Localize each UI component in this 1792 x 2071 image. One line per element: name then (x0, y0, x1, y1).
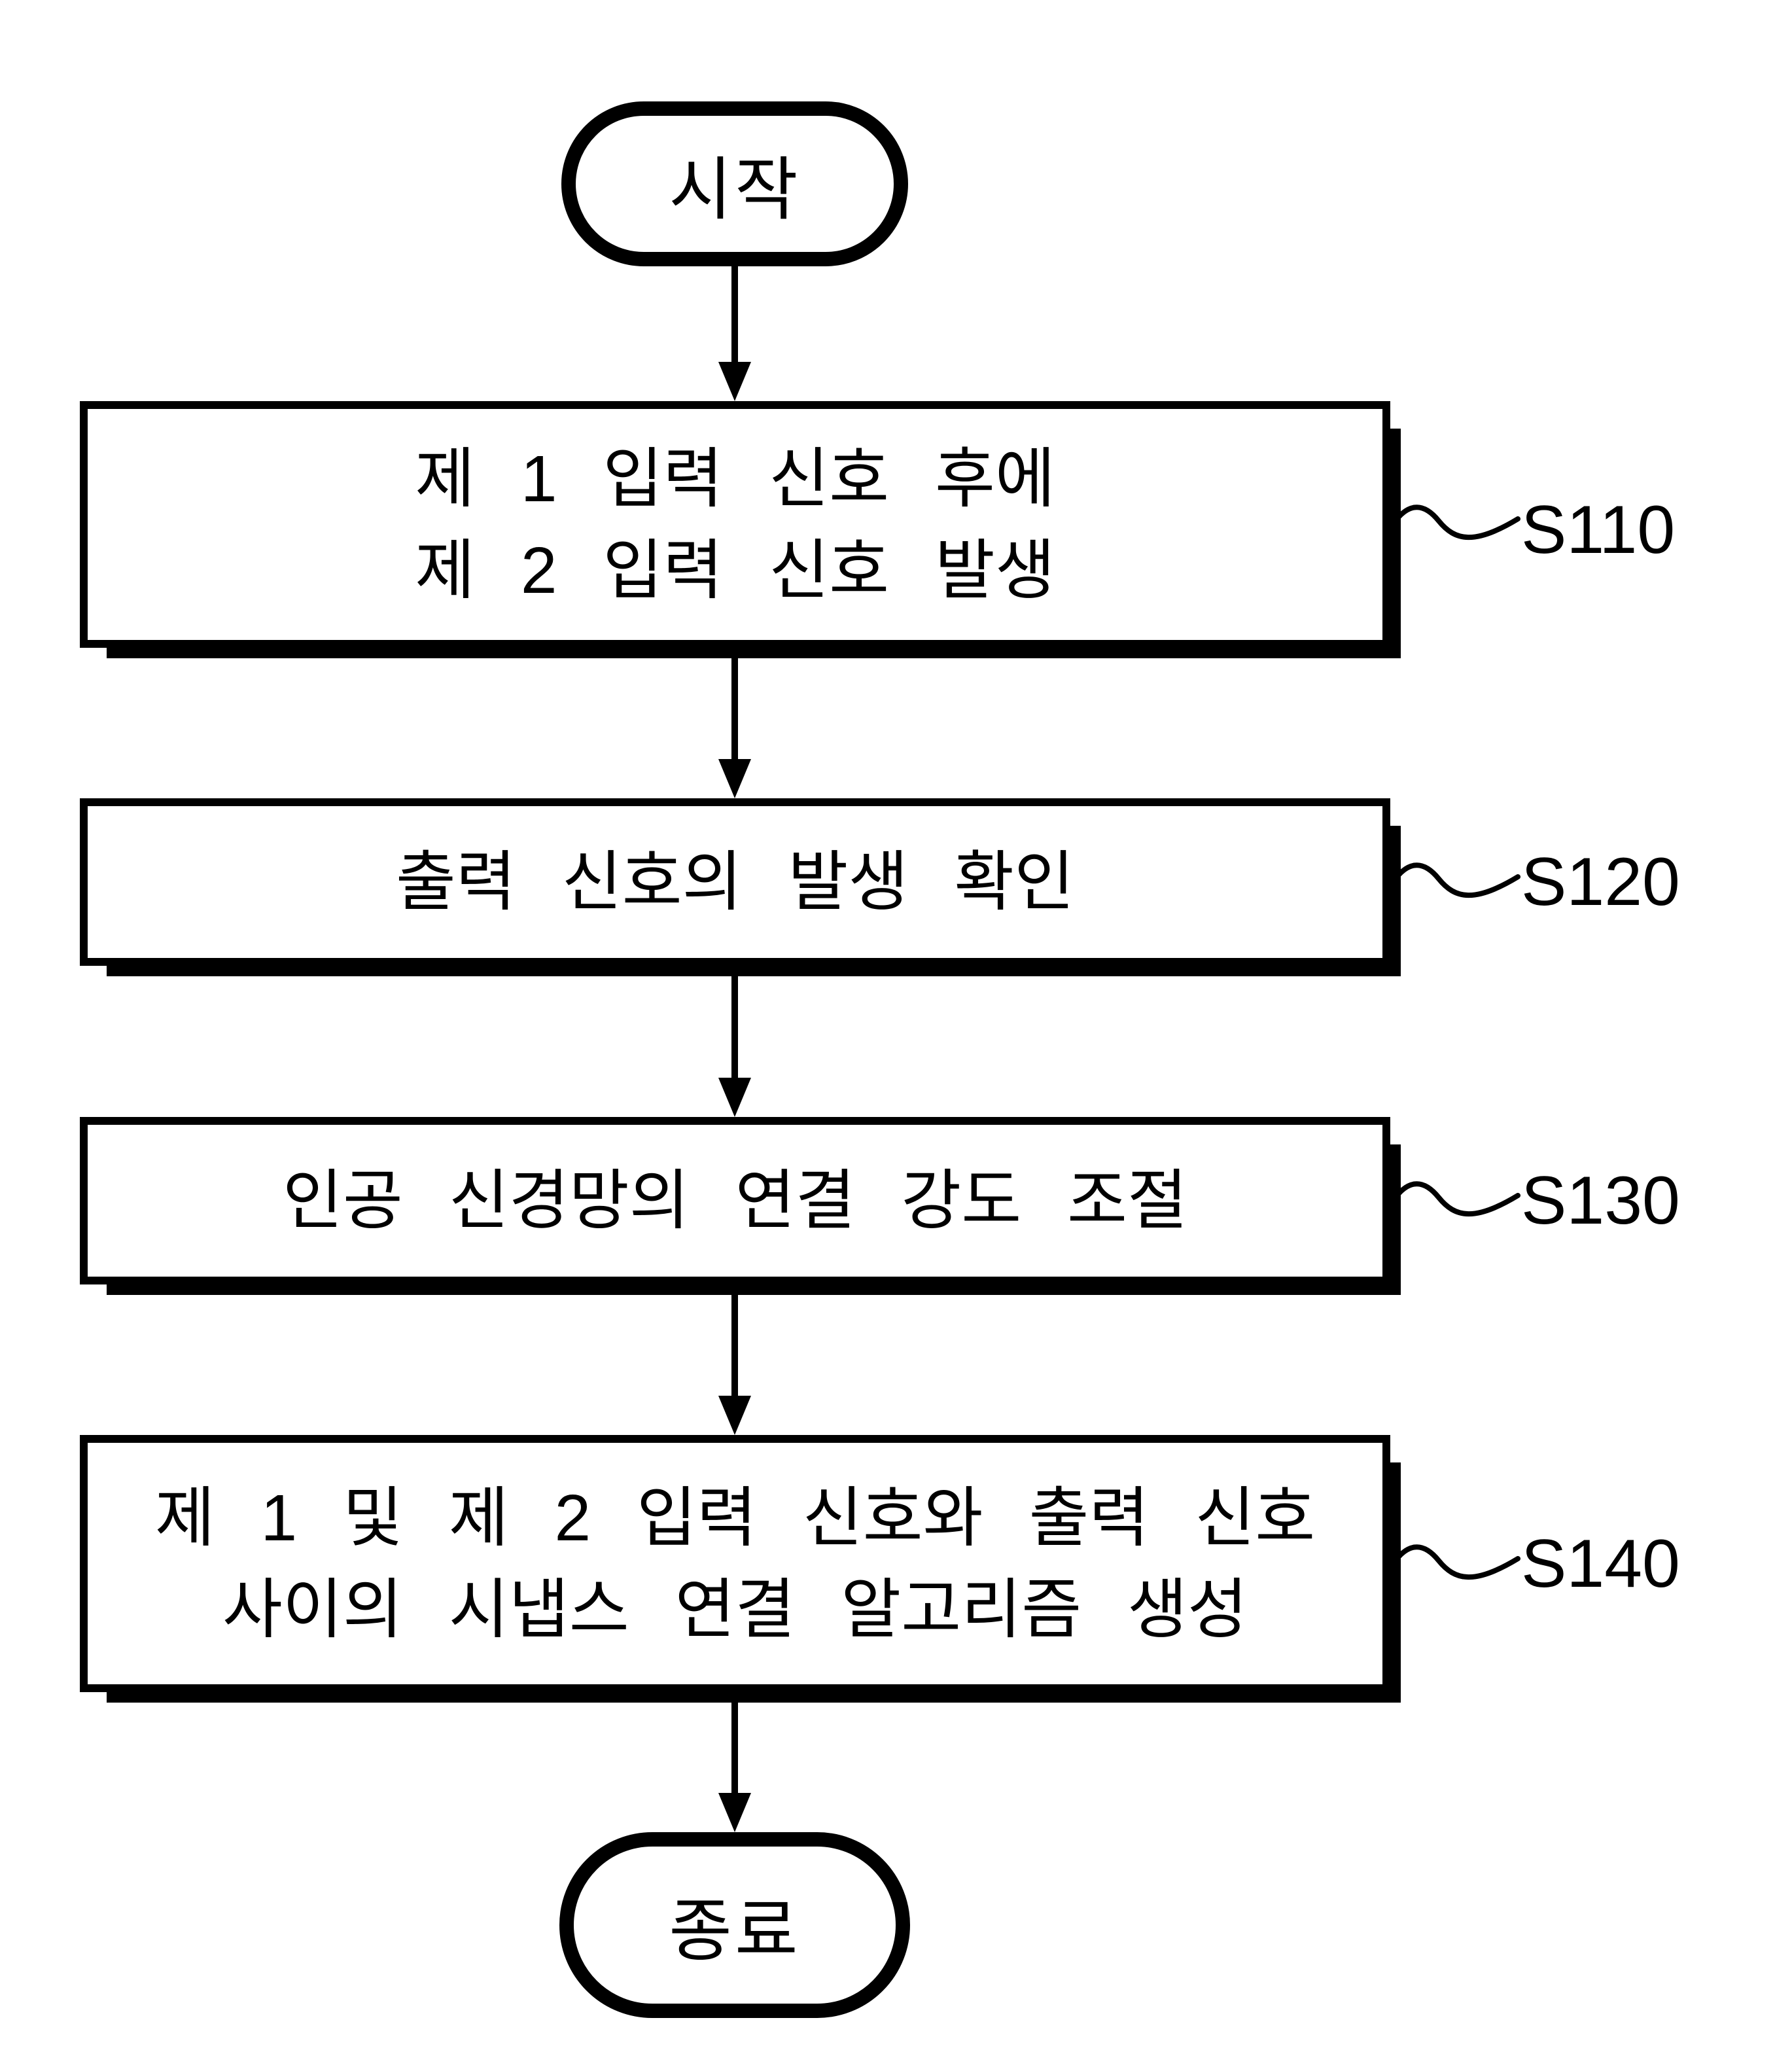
flow-arrow-s120-to-s130 (718, 966, 751, 1117)
process-text-line: 출력 신호의 발생 확인 (395, 845, 1075, 919)
box-shadow-right (1390, 1462, 1401, 1703)
flow-arrow-s110-to-s120 (718, 648, 751, 798)
box-shadow-bottom (107, 1284, 1401, 1295)
process-text-line: 사이의 시냅스 연결 알고리즘 생성 (222, 1572, 1248, 1646)
arrow-head-icon (718, 1078, 751, 1117)
flow-arrow-s140-to-end (718, 1692, 751, 1832)
box-shadow-bottom (107, 1692, 1401, 1703)
step-label-s120: S120 (1521, 844, 1680, 920)
step-label-s110: S110 (1521, 492, 1676, 568)
process-text-line: 제 2 입력 신호 발생 (415, 533, 1055, 607)
arrow-line (731, 1692, 738, 1794)
leader-line-s140 (1390, 1544, 1520, 1580)
leader-line-s120 (1390, 862, 1520, 898)
squiggle-path (1390, 862, 1520, 898)
process-text-line: 인공 신경망의 연결 강도 조절 (282, 1164, 1188, 1237)
arrow-line (731, 266, 738, 363)
flow-arrow-s130-to-s140 (718, 1284, 751, 1435)
box-shadow-right (1390, 826, 1401, 976)
box-shadow-right (1390, 1144, 1401, 1295)
process-text-line: 제 1 입력 신호 후에 (415, 442, 1055, 516)
arrow-head-icon (718, 1793, 751, 1832)
terminal-end-label: 종료 (669, 1893, 801, 1970)
arrow-head-icon (718, 1396, 751, 1435)
arrow-head-icon (718, 759, 751, 798)
terminal-start-label: 시작 (669, 152, 801, 228)
flow-arrow-start-to-s110 (718, 266, 751, 401)
squiggle-path (1390, 1181, 1520, 1217)
arrow-line (731, 648, 738, 760)
arrow-line (731, 1284, 738, 1397)
leader-line-s110 (1390, 504, 1520, 540)
process-box-s120: 출력 신호의 발생 확인 (80, 798, 1401, 976)
box-shadow-bottom (107, 966, 1401, 976)
box-shadow-right (1390, 429, 1401, 658)
step-label-s130: S130 (1521, 1163, 1680, 1239)
process-box-s130: 인공 신경망의 연결 강도 조절 (80, 1117, 1401, 1295)
terminal-end: 종료 (559, 1832, 910, 2018)
squiggle-path (1390, 1544, 1520, 1580)
terminal-start: 시작 (561, 101, 908, 266)
squiggle-path (1390, 504, 1520, 540)
process-box-s140: 제 1 및 제 2 입력 신호와 출력 신호 사이의 시냅스 연결 알고리즘 생… (80, 1435, 1401, 1703)
arrow-line (731, 966, 738, 1079)
step-label-s140: S140 (1521, 1526, 1680, 1602)
box-shadow-bottom (107, 648, 1401, 658)
arrow-head-icon (718, 362, 751, 401)
leader-line-s130 (1390, 1181, 1520, 1217)
process-text-line: 제 1 및 제 2 입력 신호와 출력 신호 (154, 1481, 1316, 1555)
process-box-s110: 제 1 입력 신호 후에 제 2 입력 신호 발생 (80, 401, 1401, 658)
